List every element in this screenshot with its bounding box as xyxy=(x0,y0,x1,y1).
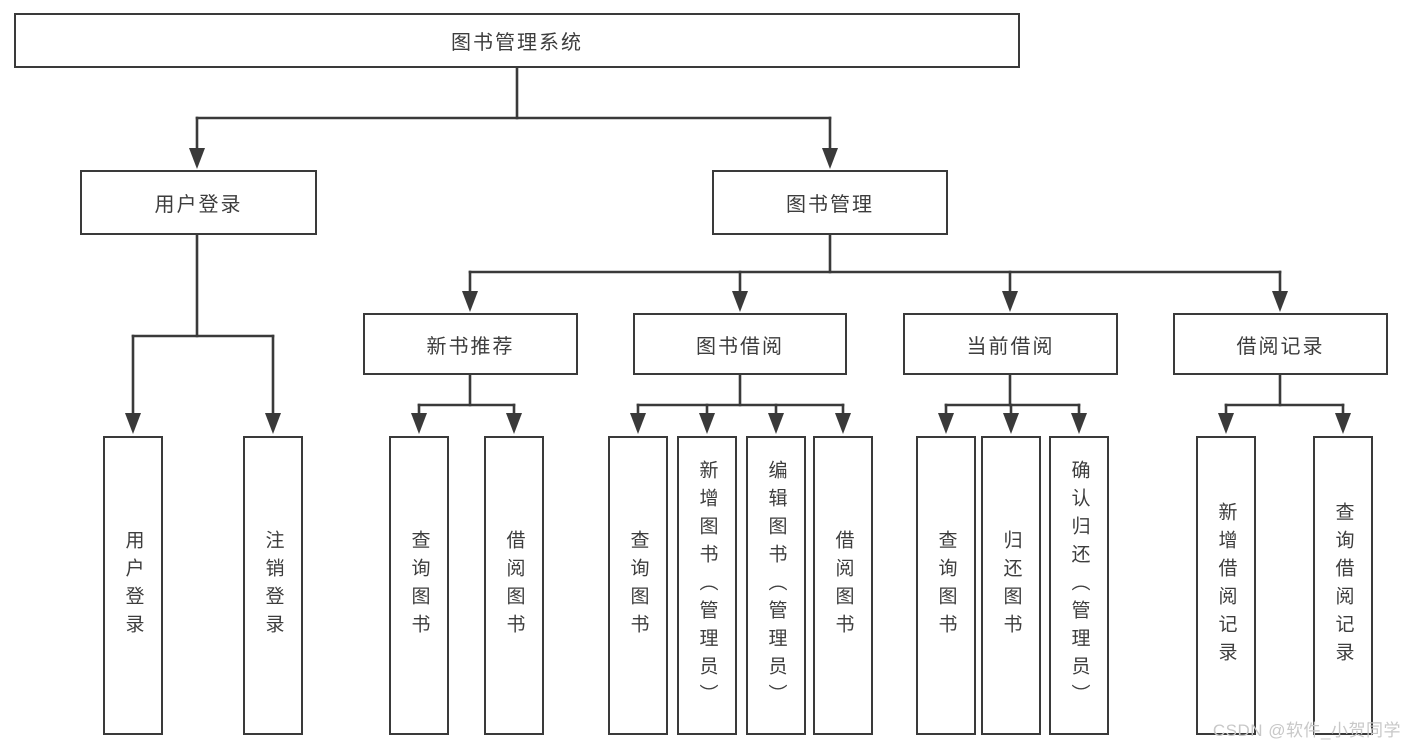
arrow-down-icon xyxy=(822,148,838,169)
node-user-login-branch: 用户登录 xyxy=(80,170,317,235)
leaf-label: 注销登录 xyxy=(262,529,284,642)
node-label: 用户登录 xyxy=(154,194,243,216)
leaf-recommend-query-books: 查询图书 xyxy=(389,436,449,735)
arrow-down-icon xyxy=(938,413,954,434)
connector-borrow-records-to-leaves xyxy=(1218,373,1351,434)
leaf-label: 借阅图书 xyxy=(832,529,854,642)
node-new-book-recommend: 新书推荐 xyxy=(363,313,578,375)
arrow-down-icon xyxy=(1218,413,1234,434)
node-label: 借阅记录 xyxy=(1236,335,1325,358)
node-label: 新书推荐 xyxy=(426,335,515,358)
node-label: 图书管理系统 xyxy=(451,32,583,54)
leaf-recommend-borrow-books: 借阅图书 xyxy=(484,436,544,735)
node-current-borrowing: 当前借阅 xyxy=(903,313,1118,375)
csdn-watermark: CSDN @软件_小贺同学 xyxy=(1212,721,1401,740)
leaf-label: 查询图书 xyxy=(408,529,430,642)
leaf-borrowing-add-books-admin: 新增图书（管理员） xyxy=(677,436,737,735)
leaf-label: 新增借阅记录 xyxy=(1215,501,1237,670)
arrow-down-icon xyxy=(189,148,205,169)
node-label: 图书管理 xyxy=(786,194,874,216)
arrow-down-icon xyxy=(1002,291,1018,312)
node-book-management: 图书管理 xyxy=(712,170,948,235)
arrow-down-icon xyxy=(462,291,478,312)
leaf-label: 新增图书（管理员） xyxy=(696,459,718,712)
arrow-down-icon xyxy=(1272,291,1288,312)
connector-new-book-recommend-to-leaves xyxy=(411,373,522,434)
leaf-borrowing-query-books: 查询图书 xyxy=(608,436,668,735)
leaf-records-add-record: 新增借阅记录 xyxy=(1196,436,1256,735)
connector-current-borrowing-to-leaves xyxy=(938,373,1087,434)
leaf-current-confirm-return-admin: 确认归还（管理员） xyxy=(1049,436,1109,735)
leaf-current-query-books: 查询图书 xyxy=(916,436,976,735)
arrow-down-icon xyxy=(699,413,715,434)
arrow-down-icon xyxy=(411,413,427,434)
node-label: 图书借阅 xyxy=(696,335,784,358)
leaf-borrowing-edit-books-admin: 编辑图书（管理员） xyxy=(746,436,806,735)
connector-user-login-to-leaves xyxy=(125,232,281,434)
arrow-down-icon xyxy=(1003,413,1019,434)
node-borrow-records: 借阅记录 xyxy=(1173,313,1388,375)
arrow-down-icon xyxy=(1071,413,1087,434)
leaf-label: 查询借阅记录 xyxy=(1332,501,1354,670)
connector-book-management-to-level3 xyxy=(462,232,1288,312)
node-label: 当前借阅 xyxy=(966,335,1055,358)
leaf-label: 归还图书 xyxy=(1000,529,1022,642)
leaf-current-return-books: 归还图书 xyxy=(981,436,1041,735)
connector-root-to-level2 xyxy=(189,66,838,169)
node-book-borrowing: 图书借阅 xyxy=(633,313,847,375)
leaf-label: 借阅图书 xyxy=(503,529,525,642)
leaf-logout: 注销登录 xyxy=(243,436,303,735)
leaf-label: 查询图书 xyxy=(627,529,649,642)
arrow-down-icon xyxy=(506,413,522,434)
arrow-down-icon xyxy=(768,413,784,434)
arrow-down-icon xyxy=(835,413,851,434)
node-library-management-system: 图书管理系统 xyxy=(14,13,1020,68)
leaf-label: 编辑图书（管理员） xyxy=(765,459,787,712)
leaf-user-login: 用户登录 xyxy=(103,436,163,735)
connector-book-borrowing-to-leaves xyxy=(630,373,851,434)
arrow-down-icon xyxy=(265,413,281,434)
leaf-label: 用户登录 xyxy=(122,529,144,642)
leaf-borrowing-borrow-books: 借阅图书 xyxy=(813,436,873,735)
arrow-down-icon xyxy=(732,291,748,312)
arrow-down-icon xyxy=(125,413,141,434)
leaf-label: 查询图书 xyxy=(935,529,957,642)
arrow-down-icon xyxy=(630,413,646,434)
leaf-label: 确认归还（管理员） xyxy=(1068,459,1090,712)
leaf-records-query-record: 查询借阅记录 xyxy=(1313,436,1373,735)
arrow-down-icon xyxy=(1335,413,1351,434)
